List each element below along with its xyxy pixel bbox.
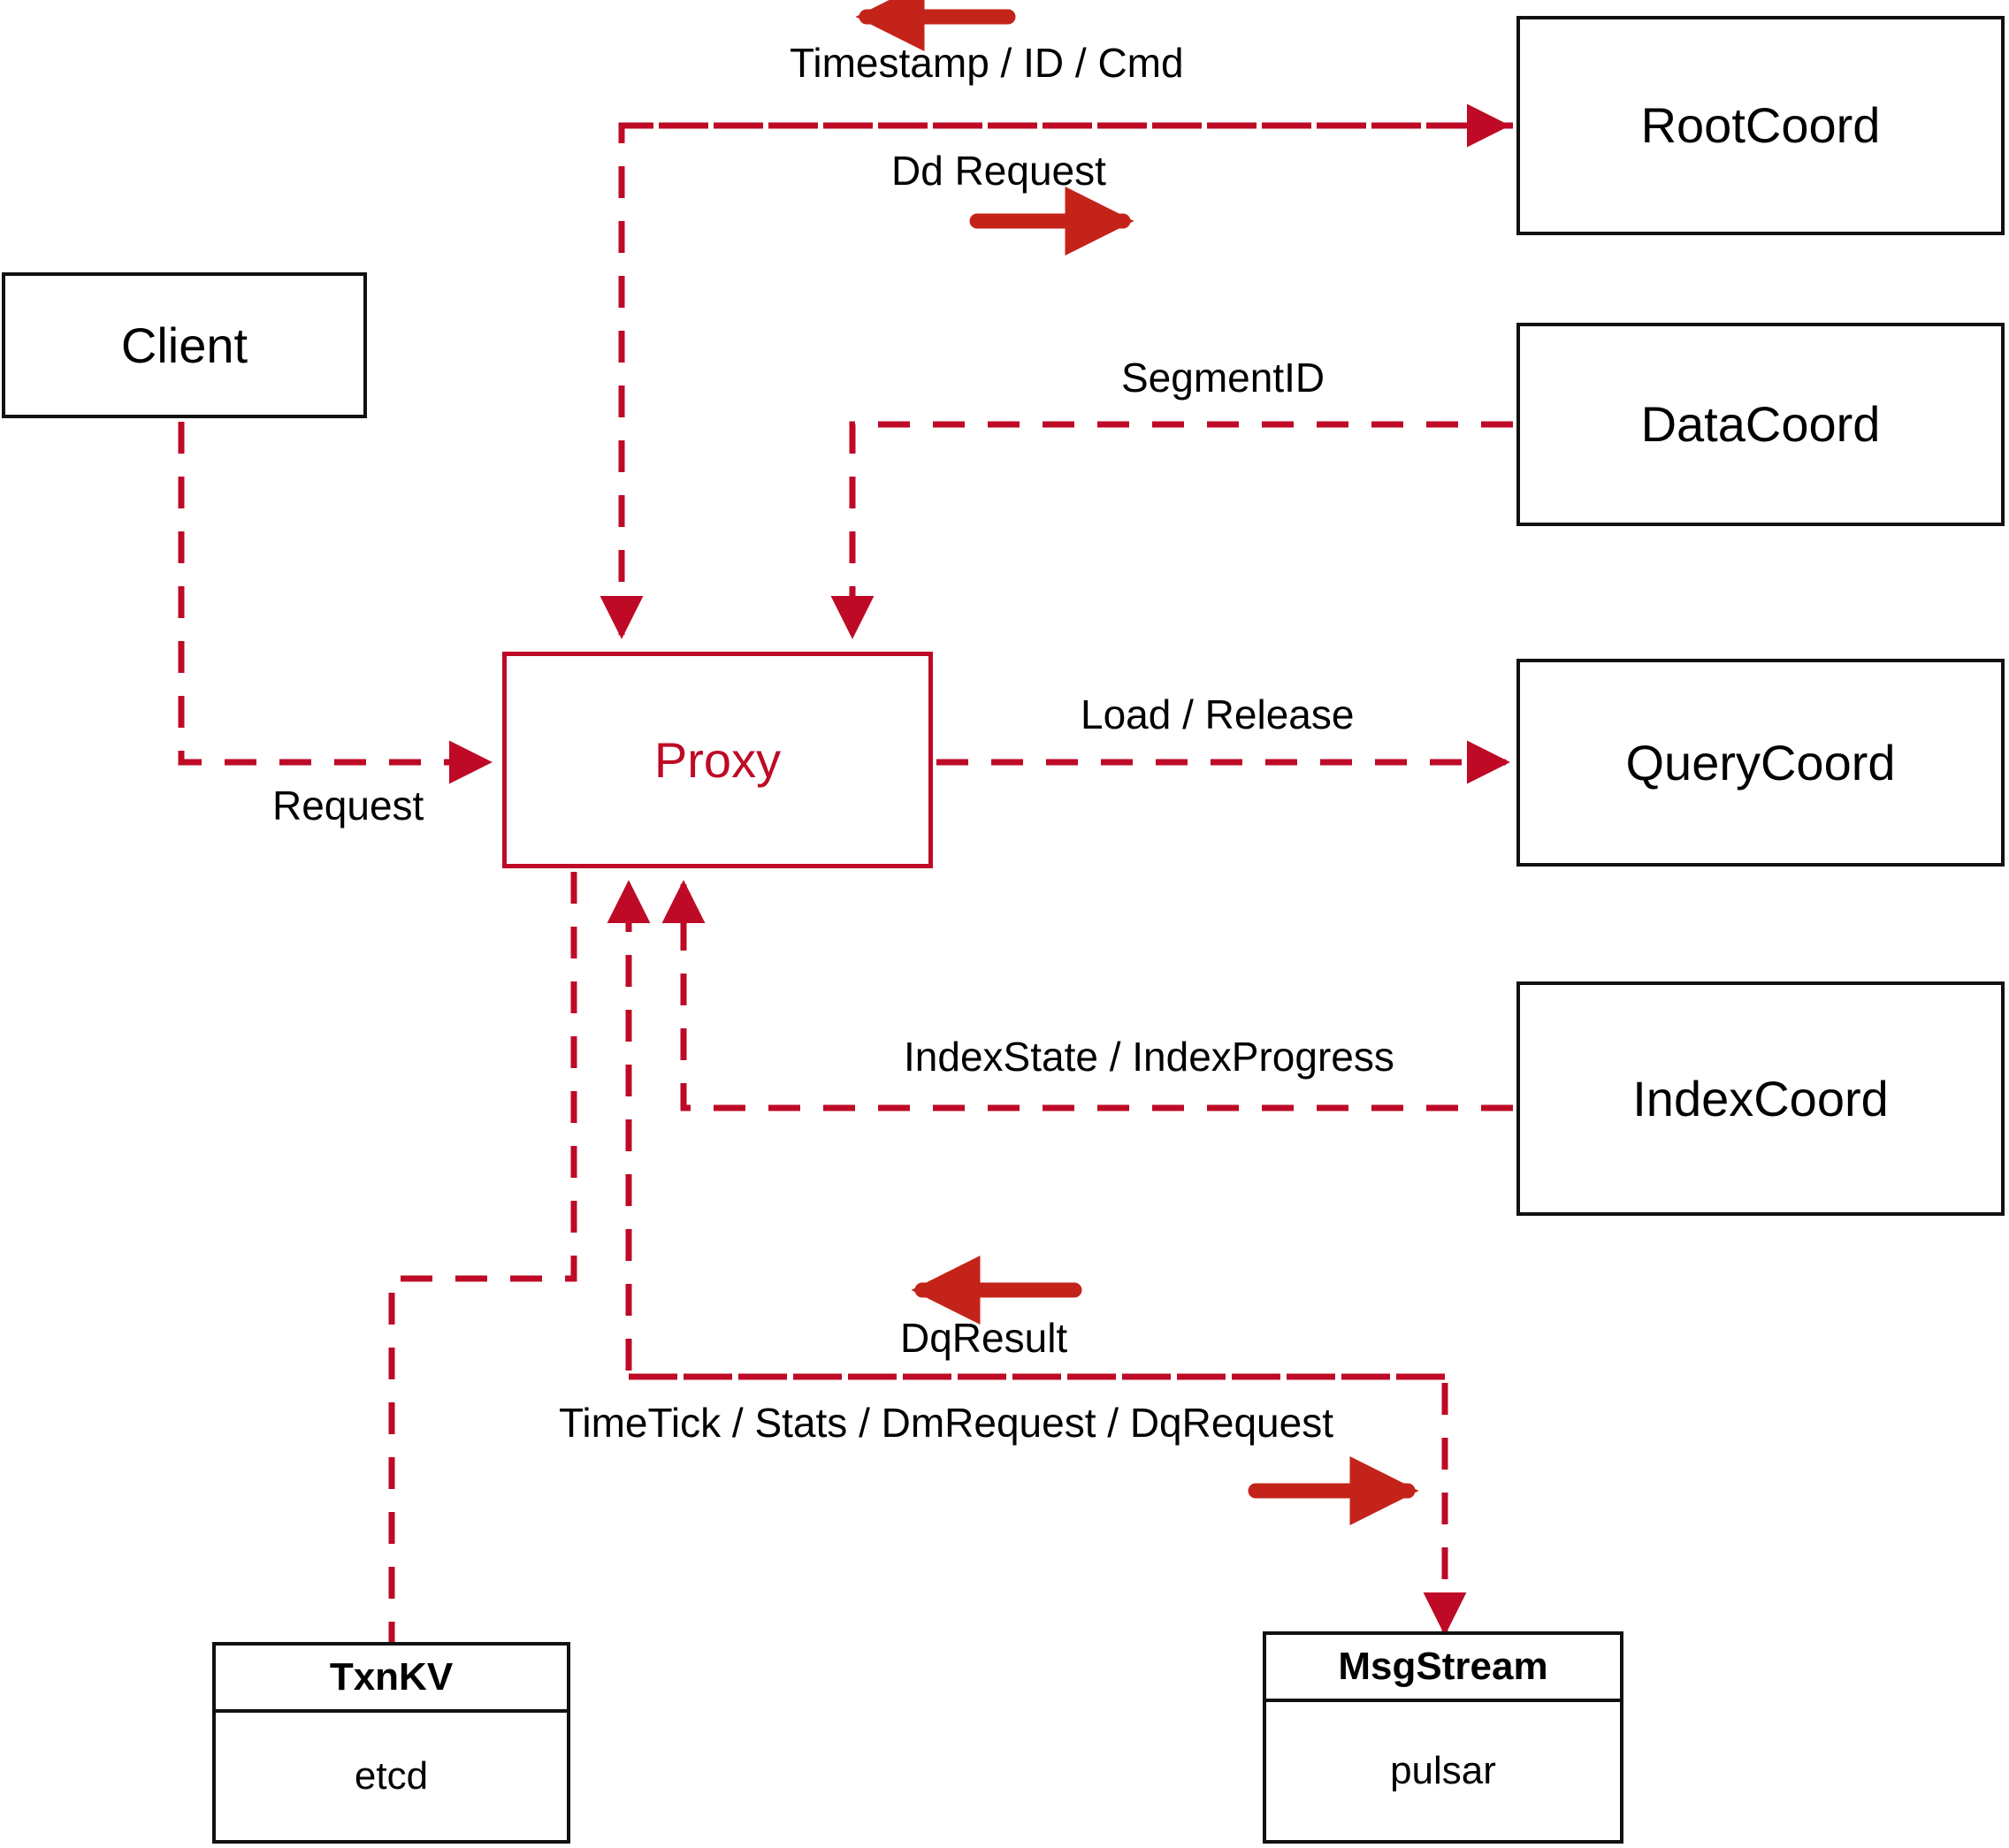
node-msg-stream-header: MsgStream: [1266, 1635, 1620, 1702]
node-index-coord-label: IndexCoord: [1632, 1070, 1889, 1126]
edge-proxy-to-txnkv: [388, 872, 577, 1642]
node-msg-stream[interactable]: MsgStream pulsar: [1263, 1631, 1623, 1844]
edge-label-dd-request: Dd Request: [891, 148, 1106, 194]
edge-label-load-release: Load / Release: [1081, 691, 1355, 737]
edge-label-segment-id: SegmentID: [1121, 355, 1325, 401]
edge-client-to-proxy: [178, 422, 493, 784]
node-msg-stream-body: pulsar: [1390, 1749, 1496, 1792]
node-index-coord[interactable]: IndexCoord: [1516, 981, 2005, 1216]
edge-label-dq-result: DqResult: [900, 1315, 1068, 1361]
node-root-coord[interactable]: RootCoord: [1516, 16, 2005, 235]
node-query-coord[interactable]: QueryCoord: [1516, 659, 2005, 867]
node-txn-kv[interactable]: TxnKV etcd: [212, 1642, 570, 1844]
node-proxy[interactable]: Proxy: [502, 652, 933, 868]
node-txn-kv-body: etcd: [354, 1754, 429, 1798]
edge-datacoord-to-proxy: [830, 421, 1513, 639]
node-client-label: Client: [120, 317, 248, 373]
node-client[interactable]: Client: [2, 272, 367, 418]
edge-label-timetick-stats-dm-dq: TimeTick / Stats / DmRequest / DqRequest: [559, 1400, 1333, 1446]
node-txn-kv-header: TxnKV: [216, 1646, 567, 1713]
node-root-coord-label: RootCoord: [1640, 97, 1881, 153]
edge-label-request: Request: [272, 783, 424, 829]
edge-label-index-state-progress: IndexState / IndexProgress: [904, 1034, 1394, 1080]
edge-msgstream-to-proxy: [607, 880, 1445, 1380]
node-data-coord[interactable]: DataCoord: [1516, 323, 2005, 526]
node-query-coord-label: QueryCoord: [1625, 734, 1896, 790]
edge-rootcoord-to-proxy: [600, 122, 1513, 639]
node-proxy-label: Proxy: [653, 731, 782, 788]
node-data-coord-label: DataCoord: [1640, 396, 1881, 452]
edge-indexcoord-to-proxy: [661, 880, 1513, 1111]
edge-label-timestamp-id-cmd: Timestamp / ID / Cmd: [790, 40, 1184, 86]
